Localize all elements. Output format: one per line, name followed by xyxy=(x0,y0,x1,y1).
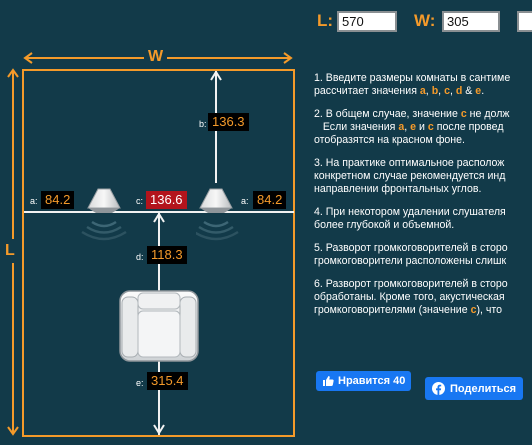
instructions: 1. Введите размеры комнаты в сантиме рас… xyxy=(314,72,532,327)
a-left-value: 84.2 xyxy=(41,191,75,209)
b-value: 136.3 xyxy=(208,113,249,131)
instruction-5: 5. Разворот громкоговорителей в сторо гр… xyxy=(314,242,508,267)
c-value: 136.6 xyxy=(146,191,187,209)
a-right-label: a: xyxy=(241,196,249,206)
armchair-icon xyxy=(119,290,199,362)
e-value: 315.4 xyxy=(147,372,188,390)
width-input[interactable] xyxy=(442,11,500,32)
right-speaker-icon xyxy=(196,188,239,241)
width-label: W: xyxy=(414,11,436,30)
a-left-label: a: xyxy=(30,196,38,206)
length-label: L: xyxy=(317,11,334,30)
length-letter: L xyxy=(5,239,15,263)
d-label: d: xyxy=(136,252,144,262)
length-dimension: L xyxy=(5,67,19,437)
left-speaker-icon xyxy=(81,188,127,241)
instruction-1: 1. Введите размеры комнаты в сантиме рас… xyxy=(314,72,511,97)
facebook-icon xyxy=(432,382,445,395)
b-label: b: xyxy=(199,119,207,129)
facebook-share-button[interactable]: Поделиться xyxy=(425,377,524,400)
c-label: c: xyxy=(136,196,144,206)
instruction-2: 2. В общем случае, значение c не долж Ес… xyxy=(314,108,510,146)
e-arrow-bottom-icon xyxy=(153,424,165,434)
instruction-4: 4. При некотором удалении слушателя боле… xyxy=(314,206,506,231)
a-right-value: 84.2 xyxy=(253,191,287,209)
room-outline xyxy=(22,69,295,437)
extra-input-edge xyxy=(517,11,532,32)
instruction-3: 3. На практике оптимальное располож конк… xyxy=(314,157,506,195)
speaker-baseline xyxy=(24,211,294,213)
instruction-6: 6. Разворот громкоговорителей в сторо об… xyxy=(314,278,508,316)
facebook-like-button[interactable]: Нравится 40 xyxy=(316,371,412,391)
d-value: 118.3 xyxy=(147,246,187,264)
b-arrow-top-icon xyxy=(210,71,222,81)
length-input[interactable] xyxy=(337,11,397,32)
d-arrow-top-icon xyxy=(153,213,165,223)
e-label: e: xyxy=(136,378,144,388)
width-dimension: W xyxy=(22,48,294,66)
width-letter: W xyxy=(144,48,168,66)
thumbs-up-icon xyxy=(323,376,334,386)
